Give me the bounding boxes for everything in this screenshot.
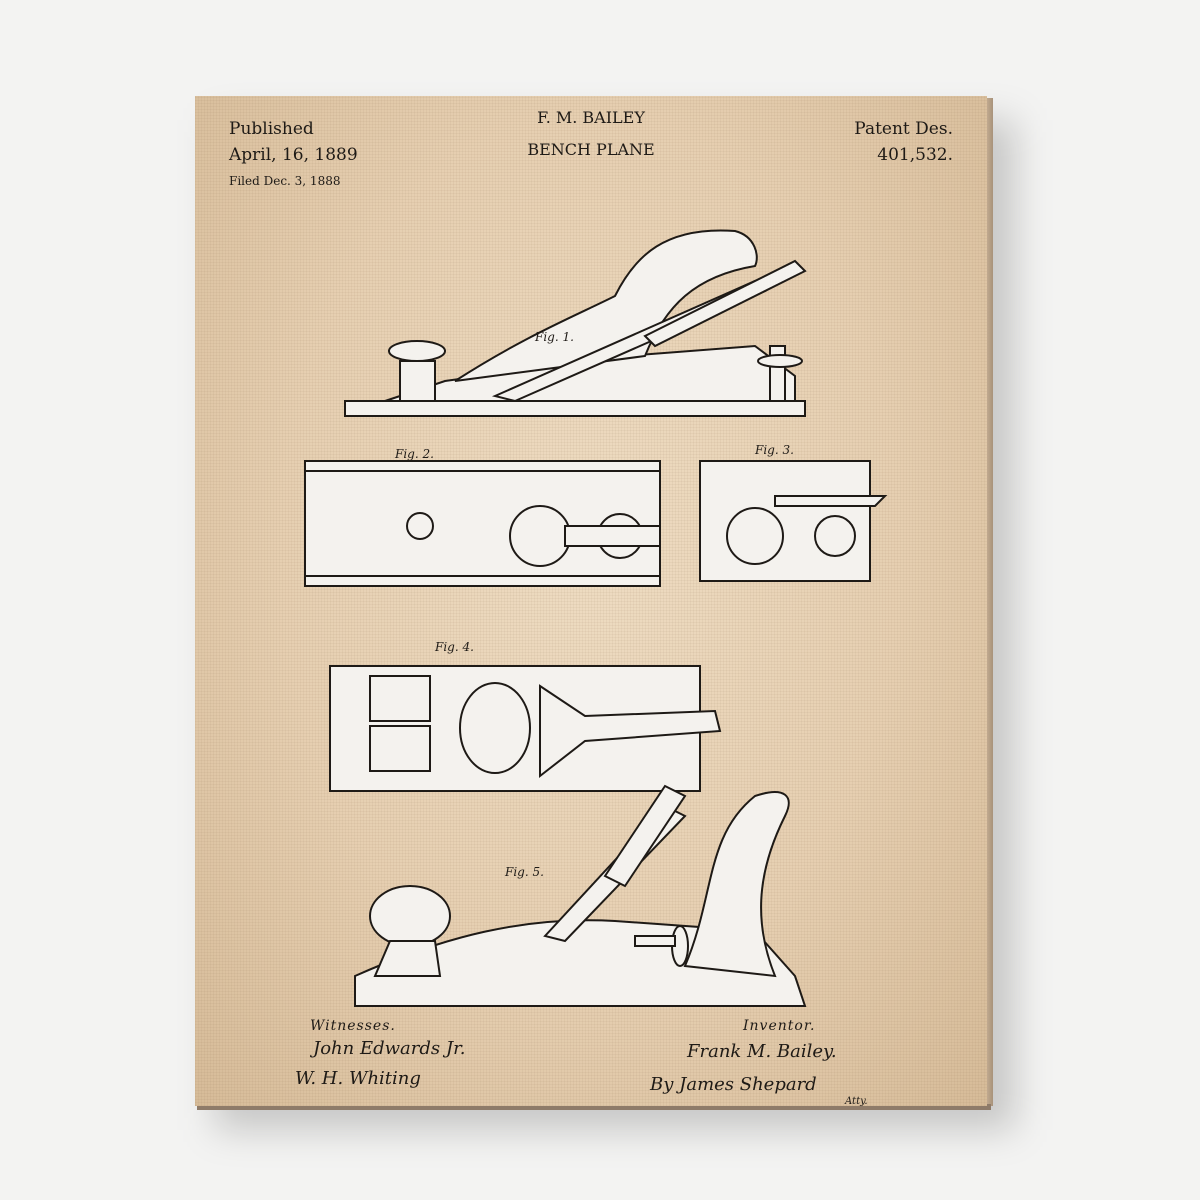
filed-date: Filed Dec. 3, 1888	[229, 174, 341, 188]
inventor-label: Inventor.	[743, 1018, 816, 1034]
fig-5-label: Fig. 5.	[504, 865, 544, 879]
attorney-abbrev: Atty.	[845, 1096, 868, 1107]
published-block: Published April, 16, 1889	[229, 116, 358, 168]
fig-3-detail-view	[699, 460, 888, 582]
patent-drawings: Fig. 1. Fig. 2. Fig. 3. Fig. 4. Fig. 5.	[304, 229, 888, 1007]
fig-1-side-view	[344, 229, 807, 417]
patent-title: BENCH PLANE	[527, 140, 655, 159]
fig-2-top-view	[304, 460, 661, 587]
canvas-side-edge	[985, 98, 993, 1106]
witness-1-signature: John Edwards Jr.	[313, 1038, 466, 1059]
fig-1-label: Fig. 1.	[534, 330, 574, 344]
inventor-name: F. M. BAILEY	[537, 108, 645, 127]
patent-number: 401,532.	[877, 145, 953, 165]
inventor-signature: Frank M. Bailey.	[687, 1041, 837, 1062]
canvas-bottom-edge	[197, 1104, 991, 1110]
fig-2-label: Fig. 2.	[394, 447, 434, 461]
fig-4-bottom-view	[329, 665, 722, 792]
published-date: April, 16, 1889	[229, 145, 358, 165]
published-label: Published	[229, 119, 314, 139]
attorney-signature: By James Shepard	[650, 1074, 817, 1095]
fig-5-perspective-view	[354, 784, 807, 1007]
fig-4-label: Fig. 4.	[434, 640, 474, 654]
witnesses-label: Witnesses.	[310, 1018, 396, 1034]
patent-number-block: Patent Des. 401,532.	[854, 116, 953, 168]
patent-print-canvas: Published April, 16, 1889 Filed Dec. 3, …	[195, 96, 987, 1107]
witness-2-signature: W. H. Whiting	[295, 1068, 421, 1089]
patent-label: Patent Des.	[854, 119, 953, 139]
fig-3-label: Fig. 3.	[754, 443, 794, 457]
